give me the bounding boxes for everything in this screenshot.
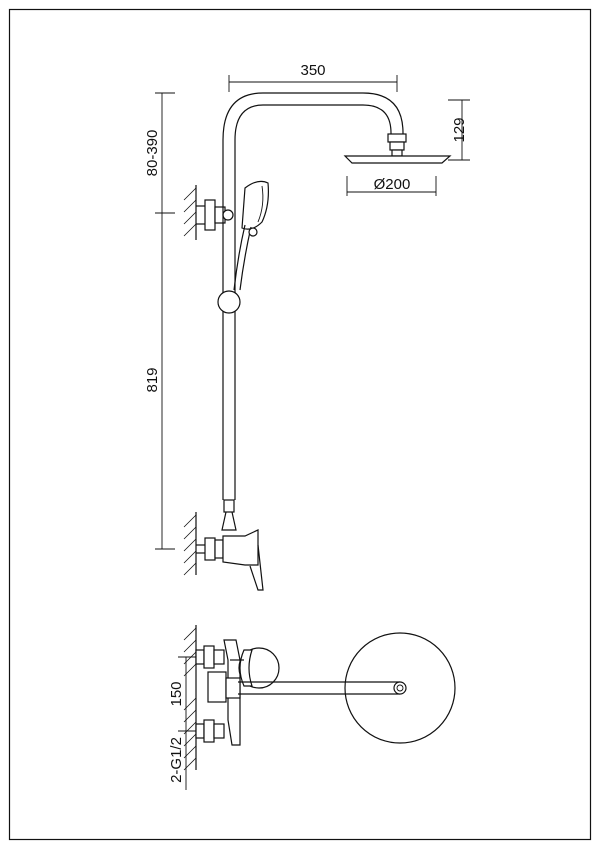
wall-section-lower: [183, 512, 197, 576]
inlet-thread-label: 2-G1/2: [168, 737, 185, 783]
dimension-height-adjust: 80-390: [144, 92, 175, 214]
dimension-head-drop: 129: [448, 99, 470, 161]
wall-bracket: [196, 199, 234, 231]
dimension-inlet-spacing: 150: [168, 656, 196, 732]
dimension-inlet-thread: 2-G1/2: [168, 731, 187, 790]
dimension-arm-reach: 350: [228, 62, 398, 92]
front-view: [183, 92, 452, 591]
head-drop-label: 129: [451, 117, 468, 142]
shower-arm-plan: [238, 681, 407, 695]
rain-shower-head: [343, 133, 452, 164]
dimension-riser-length: 819: [144, 213, 175, 550]
inlet-spacing-label: 150: [168, 681, 185, 706]
riser-length-label: 819: [144, 367, 161, 392]
inlet-lower: [195, 719, 225, 743]
riser-pipe: [222, 92, 404, 500]
dimension-head-diameter: Ø200: [346, 176, 437, 196]
wall-section-upper: [183, 185, 197, 240]
mixer-valve: [196, 529, 264, 591]
inlet-upper: [195, 645, 225, 669]
drawing-frame: [8, 8, 592, 841]
hand-shower: [233, 180, 269, 291]
top-view: [183, 625, 456, 771]
hand-shower-plan: [230, 647, 280, 689]
arm-reach-label: 350: [300, 62, 325, 79]
lower-coupling: [221, 499, 237, 531]
slider-knob: [217, 290, 241, 314]
head-diameter-label: Ø200: [374, 176, 411, 193]
height-adjust-label: 80-390: [144, 130, 161, 177]
mixer-plan: [207, 639, 241, 746]
rain-shower-head-plan: [344, 632, 456, 744]
